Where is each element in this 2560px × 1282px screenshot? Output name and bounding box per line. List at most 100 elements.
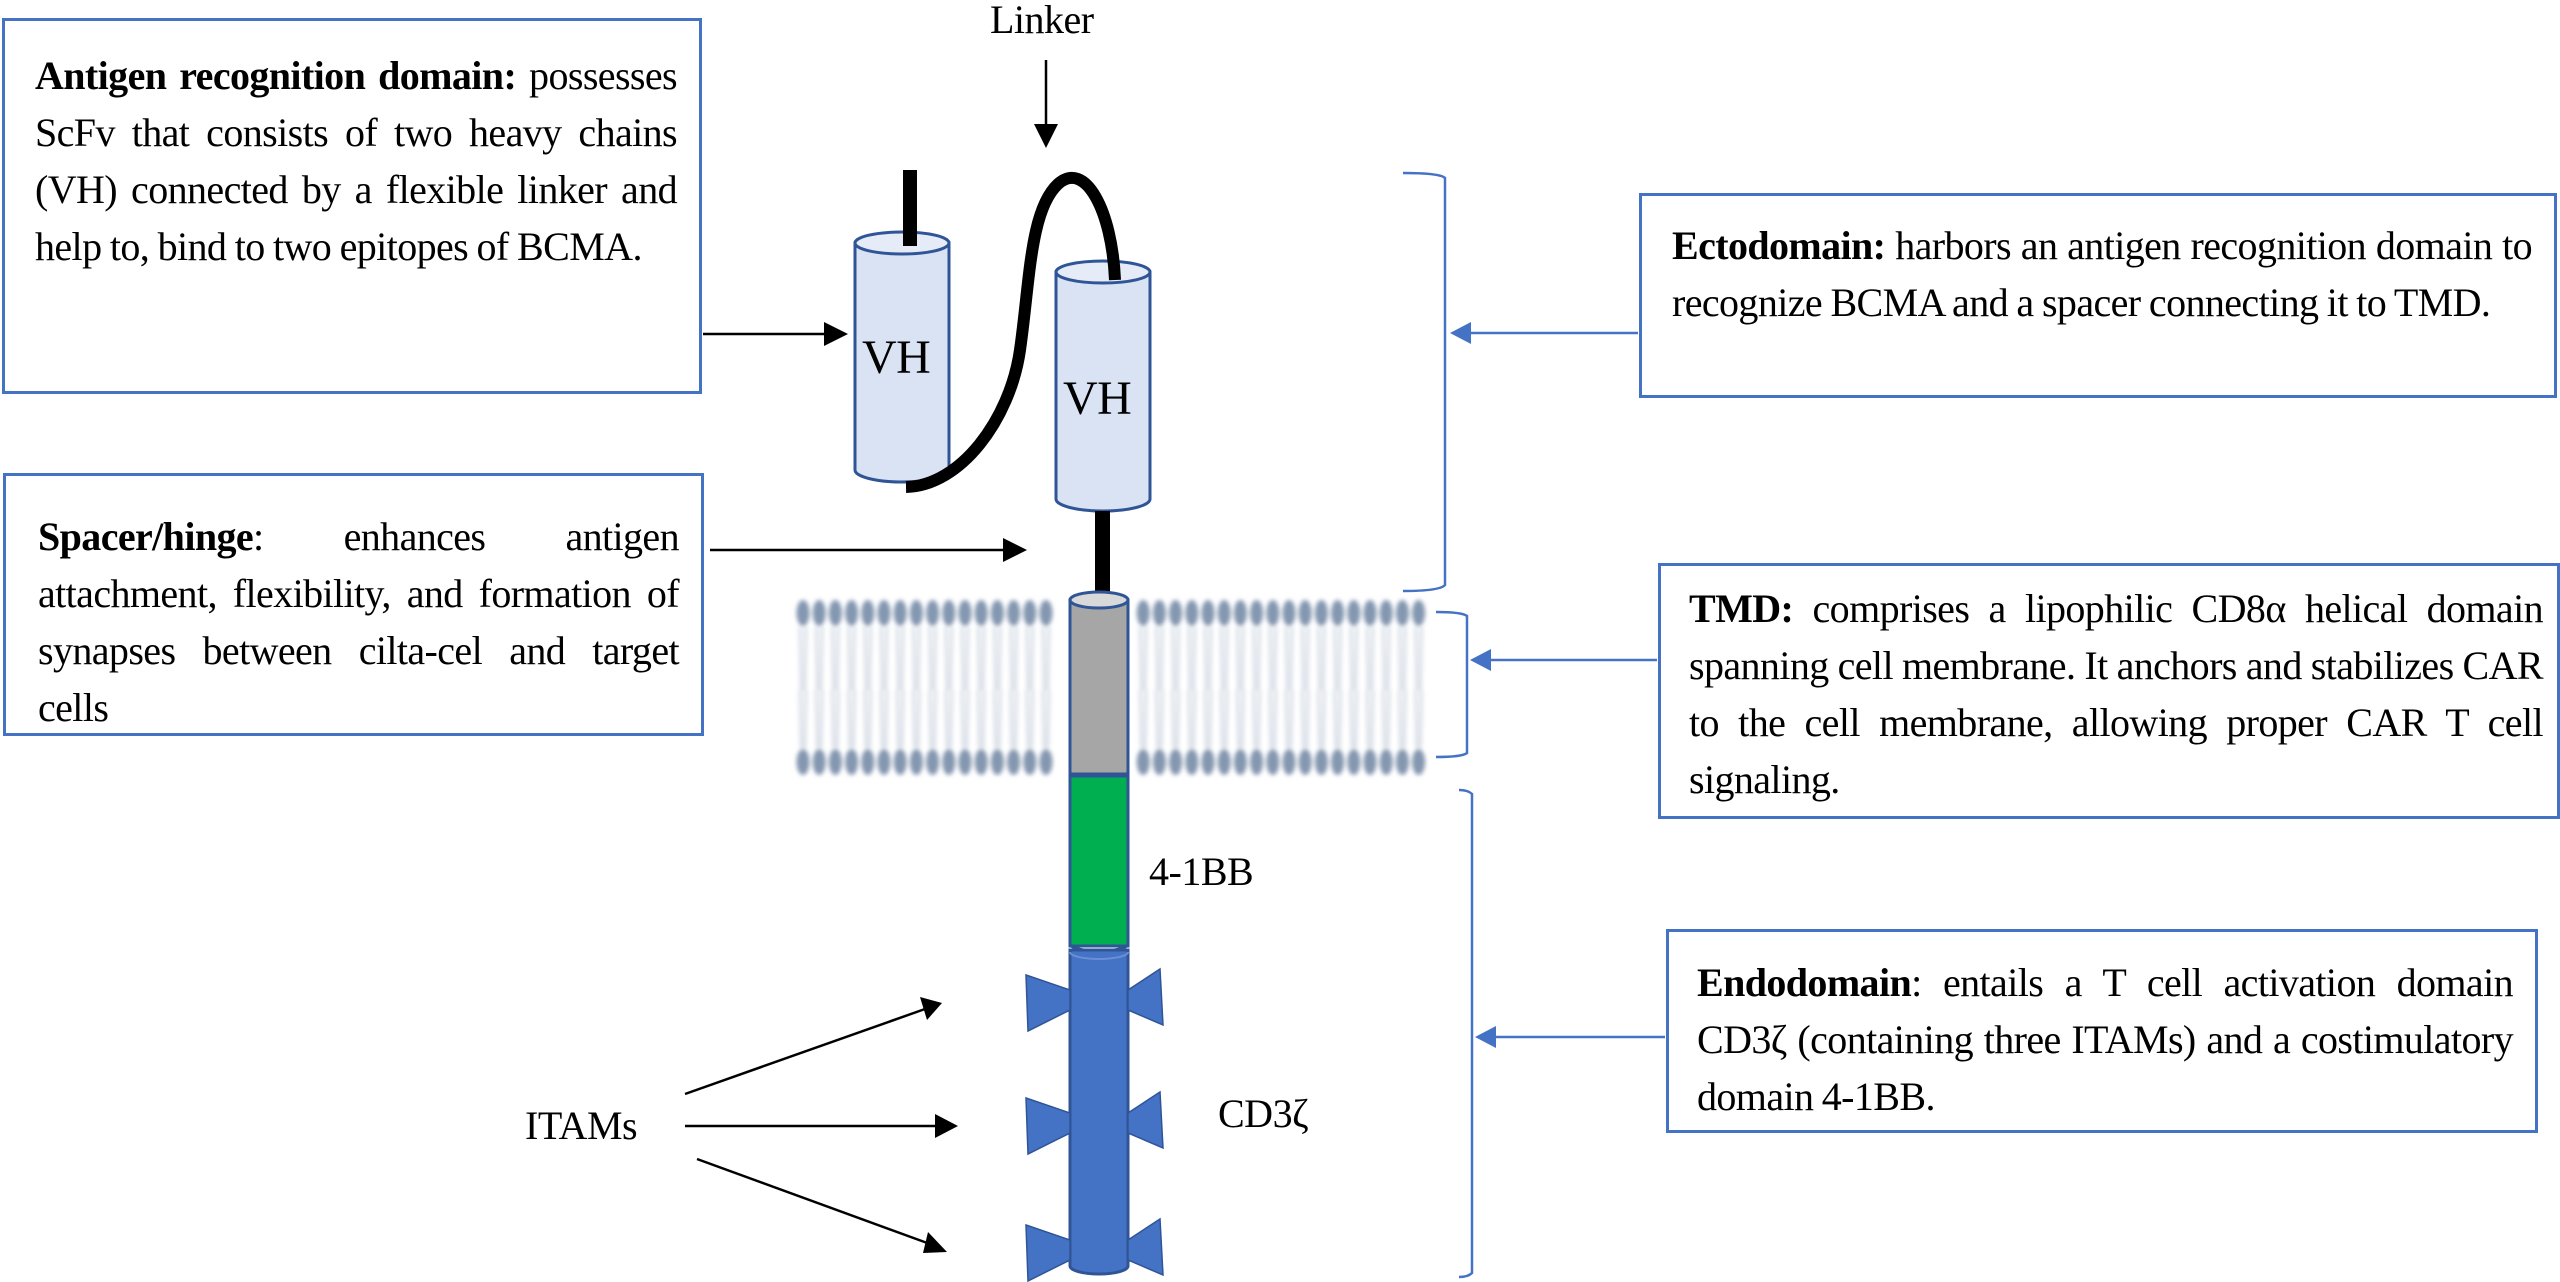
lipid-tail <box>1252 689 1257 749</box>
lipid-head <box>1201 749 1215 775</box>
lipid-head <box>1266 600 1280 626</box>
itam-1-left-wing <box>1025 973 1071 1033</box>
lipid-tail <box>895 689 900 749</box>
lipid-tail <box>1046 626 1051 691</box>
lipid-tail <box>1159 626 1164 691</box>
vh1-label: VH <box>862 331 931 384</box>
ectodomain-box-arrow <box>1450 322 1638 344</box>
spacer-box-heading: Spacer/hinge <box>38 514 254 559</box>
lipid-head <box>1314 600 1328 626</box>
lipid-tail <box>1333 689 1338 749</box>
lipid-tail <box>916 689 921 749</box>
lipid-tail <box>868 626 873 691</box>
lipid-tail <box>1154 626 1160 691</box>
lipid-tail <box>895 626 900 691</box>
lipid-tail <box>1224 626 1229 691</box>
lipid-tail <box>1192 689 1197 749</box>
lipid-tail <box>1235 689 1241 749</box>
lipid-tail <box>1256 689 1262 749</box>
lipid-head <box>958 600 972 626</box>
lipid-head <box>1379 749 1393 775</box>
lipid-tail <box>1321 626 1326 691</box>
lipid-tail <box>1305 689 1310 749</box>
itam-arrow-middle <box>685 1114 958 1138</box>
lipid-head <box>1266 749 1280 775</box>
ectodomain-bracket <box>1402 171 1447 593</box>
lipid-tail <box>879 626 884 691</box>
lipid-tail <box>1381 626 1386 691</box>
lipid-head <box>1298 600 1312 626</box>
lipid-tail <box>944 626 949 691</box>
spacer-box-body: : enhances antigen attachment, flexibili… <box>38 514 680 730</box>
lipid-tail <box>932 689 938 749</box>
spacer-hinge-box: Spacer/hinge: enhances antigen attachmen… <box>3 473 704 736</box>
lipid-tail <box>868 689 873 749</box>
lipid-tail <box>1025 626 1030 691</box>
lipid-head <box>828 600 842 626</box>
lipid-tail <box>916 626 921 691</box>
lipid-tail <box>1256 626 1262 691</box>
lipid-head <box>1152 600 1166 626</box>
lipid-head <box>1412 749 1426 775</box>
lipid-head <box>812 749 826 775</box>
lipid-head <box>1331 749 1345 775</box>
lipid-head <box>796 749 810 775</box>
lipid-tail <box>911 626 917 691</box>
lipid-tail <box>1235 626 1241 691</box>
lipid-tail <box>1305 626 1310 691</box>
lipid-tail <box>879 689 884 749</box>
lipid-tail <box>1240 689 1245 749</box>
itam-2-right-wing <box>1127 1090 1164 1150</box>
lipid-head <box>861 600 875 626</box>
lipid-head <box>1007 749 1021 775</box>
lipid-tail <box>1370 689 1375 749</box>
lipid-tail <box>1381 689 1386 749</box>
lipid-head <box>1412 600 1426 626</box>
lipid-tail <box>976 689 981 749</box>
lipid-tail <box>884 689 889 749</box>
itam-3-left-wing <box>1025 1223 1071 1282</box>
lipid-head <box>893 600 907 626</box>
lipid-head <box>1023 600 1037 626</box>
lipid-head <box>845 749 859 775</box>
lipid-tail <box>1175 626 1181 691</box>
lipid-head <box>1250 749 1264 775</box>
lipid-tail <box>1273 626 1278 691</box>
lipid-tail <box>1252 626 1257 691</box>
lipid-head <box>1363 600 1377 626</box>
lipid-tail <box>1365 689 1370 749</box>
tmd-box: TMD: comprises a lipophilic CD8α helical… <box>1658 563 2560 819</box>
lipid-head <box>1347 600 1361 626</box>
lipid-tail <box>1192 626 1197 691</box>
tmd-box-body: comprises a lipophilic CD8α helical doma… <box>1689 586 2544 802</box>
lipid-tail <box>1414 626 1419 691</box>
lipid-tail <box>1203 626 1208 691</box>
vh2-cylinder <box>1054 259 1152 513</box>
lipid-head <box>861 749 875 775</box>
lipid-head <box>909 600 923 626</box>
lipid-tail <box>1414 689 1419 749</box>
lipid-head <box>1217 600 1231 626</box>
lipid-head <box>1023 749 1037 775</box>
lipid-tail <box>997 626 1002 691</box>
lipid-tail <box>1208 689 1213 749</box>
flexible-linker <box>905 172 1121 493</box>
lipid-tail <box>944 689 949 749</box>
spacer-hinge-stalk <box>1095 511 1110 597</box>
lipid-tail <box>1300 626 1305 691</box>
lipid-tail <box>835 626 840 691</box>
lipid-head <box>1039 600 1053 626</box>
lipid-tail <box>949 689 954 749</box>
tmd-box-heading: TMD: <box>1689 586 1794 631</box>
lipid-tail <box>960 689 965 749</box>
cd3zeta-segment <box>1068 948 1130 1276</box>
lipid-tail <box>1009 626 1014 691</box>
lipid-tail <box>1337 689 1343 749</box>
itam-motifs <box>1025 967 1164 1282</box>
lipid-tail <box>863 626 868 691</box>
itam-arrow-bottom <box>696 1157 947 1253</box>
lipid-tail <box>819 689 824 749</box>
lipid-tail <box>803 689 808 749</box>
itam-3-right-wing <box>1127 1217 1164 1277</box>
endodomain-box: Endodomain: entails a T cell activation … <box>1666 929 2538 1133</box>
